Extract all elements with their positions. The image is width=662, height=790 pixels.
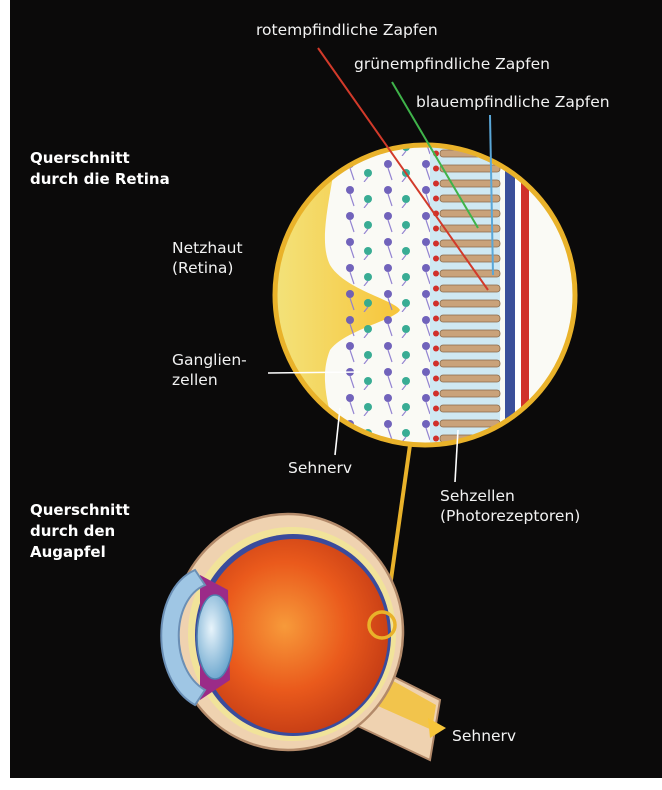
retina-heading-line-2: durch die Retina [30, 169, 170, 190]
cone-cell [440, 225, 500, 232]
cone-cell [440, 330, 500, 337]
cone-nucleus [433, 331, 439, 337]
cone-cell [440, 420, 500, 427]
cone-cell [440, 405, 500, 412]
photoreceptors-label-line-1: Sehzellen [440, 486, 580, 506]
cone-cell [440, 285, 500, 292]
cone-cell [440, 270, 500, 277]
photoreceptors-label: Sehzellen (Photorezeptoren) [440, 486, 580, 526]
retina-label-line-2: (Retina) [172, 258, 243, 278]
cone-nucleus [433, 196, 439, 202]
cone-cell [440, 375, 500, 382]
retina-heading-line-1: Querschnitt [30, 148, 170, 169]
ganglion-label-line-2: zellen [172, 370, 247, 390]
cone-nucleus [433, 376, 439, 382]
ganglion-pointer [268, 372, 360, 373]
optic-nerve-label-bottom: Sehnerv [452, 726, 516, 746]
optic-nerve-label-top: Sehnerv [288, 458, 352, 478]
cone-nucleus [433, 361, 439, 367]
blue-cones-label: blauempfindliche Zapfen [416, 92, 610, 112]
red-cones-label: rotempfindliche Zapfen [256, 20, 438, 40]
eyeball-section-heading: Querschnitt durch den Augapfel [30, 500, 130, 563]
cone-cell [440, 255, 500, 262]
cone-nucleus [433, 436, 439, 442]
ganglion-label: Ganglien- zellen [172, 350, 247, 390]
cone-cell [440, 300, 500, 307]
eyeball-heading-line-2: durch den [30, 521, 130, 542]
eyeball-cross-section [161, 514, 446, 760]
cone-nucleus [433, 346, 439, 352]
cone-cell [440, 345, 500, 352]
eyeball-heading-line-3: Augapfel [30, 542, 130, 563]
cone-nucleus [433, 406, 439, 412]
cone-nucleus [433, 166, 439, 172]
cone-nucleus [433, 421, 439, 427]
cone-nucleus [433, 256, 439, 262]
cone-nucleus [433, 271, 439, 277]
retina-section-heading: Querschnitt durch die Retina [30, 148, 170, 190]
cone-cell [440, 390, 500, 397]
eyeball-heading-line-1: Querschnitt [30, 500, 130, 521]
cone-nucleus [433, 181, 439, 187]
cone-nucleus [433, 226, 439, 232]
cone-nucleus [433, 286, 439, 292]
retina-label: Netzhaut (Retina) [172, 238, 243, 278]
cone-nucleus [433, 316, 439, 322]
photoreceptors-label-line-2: (Photorezeptoren) [440, 506, 580, 526]
cone-cell [440, 360, 500, 367]
cone-nucleus [433, 391, 439, 397]
cone-nucleus [433, 301, 439, 307]
retina-magnified-view [275, 145, 575, 445]
ganglion-label-line-1: Ganglien- [172, 350, 247, 370]
retina-label-line-1: Netzhaut [172, 238, 243, 258]
green-cones-label: grünempfindliche Zapfen [354, 54, 550, 74]
cone-cell [440, 240, 500, 247]
cone-nucleus [433, 241, 439, 247]
cone-cell [440, 315, 500, 322]
